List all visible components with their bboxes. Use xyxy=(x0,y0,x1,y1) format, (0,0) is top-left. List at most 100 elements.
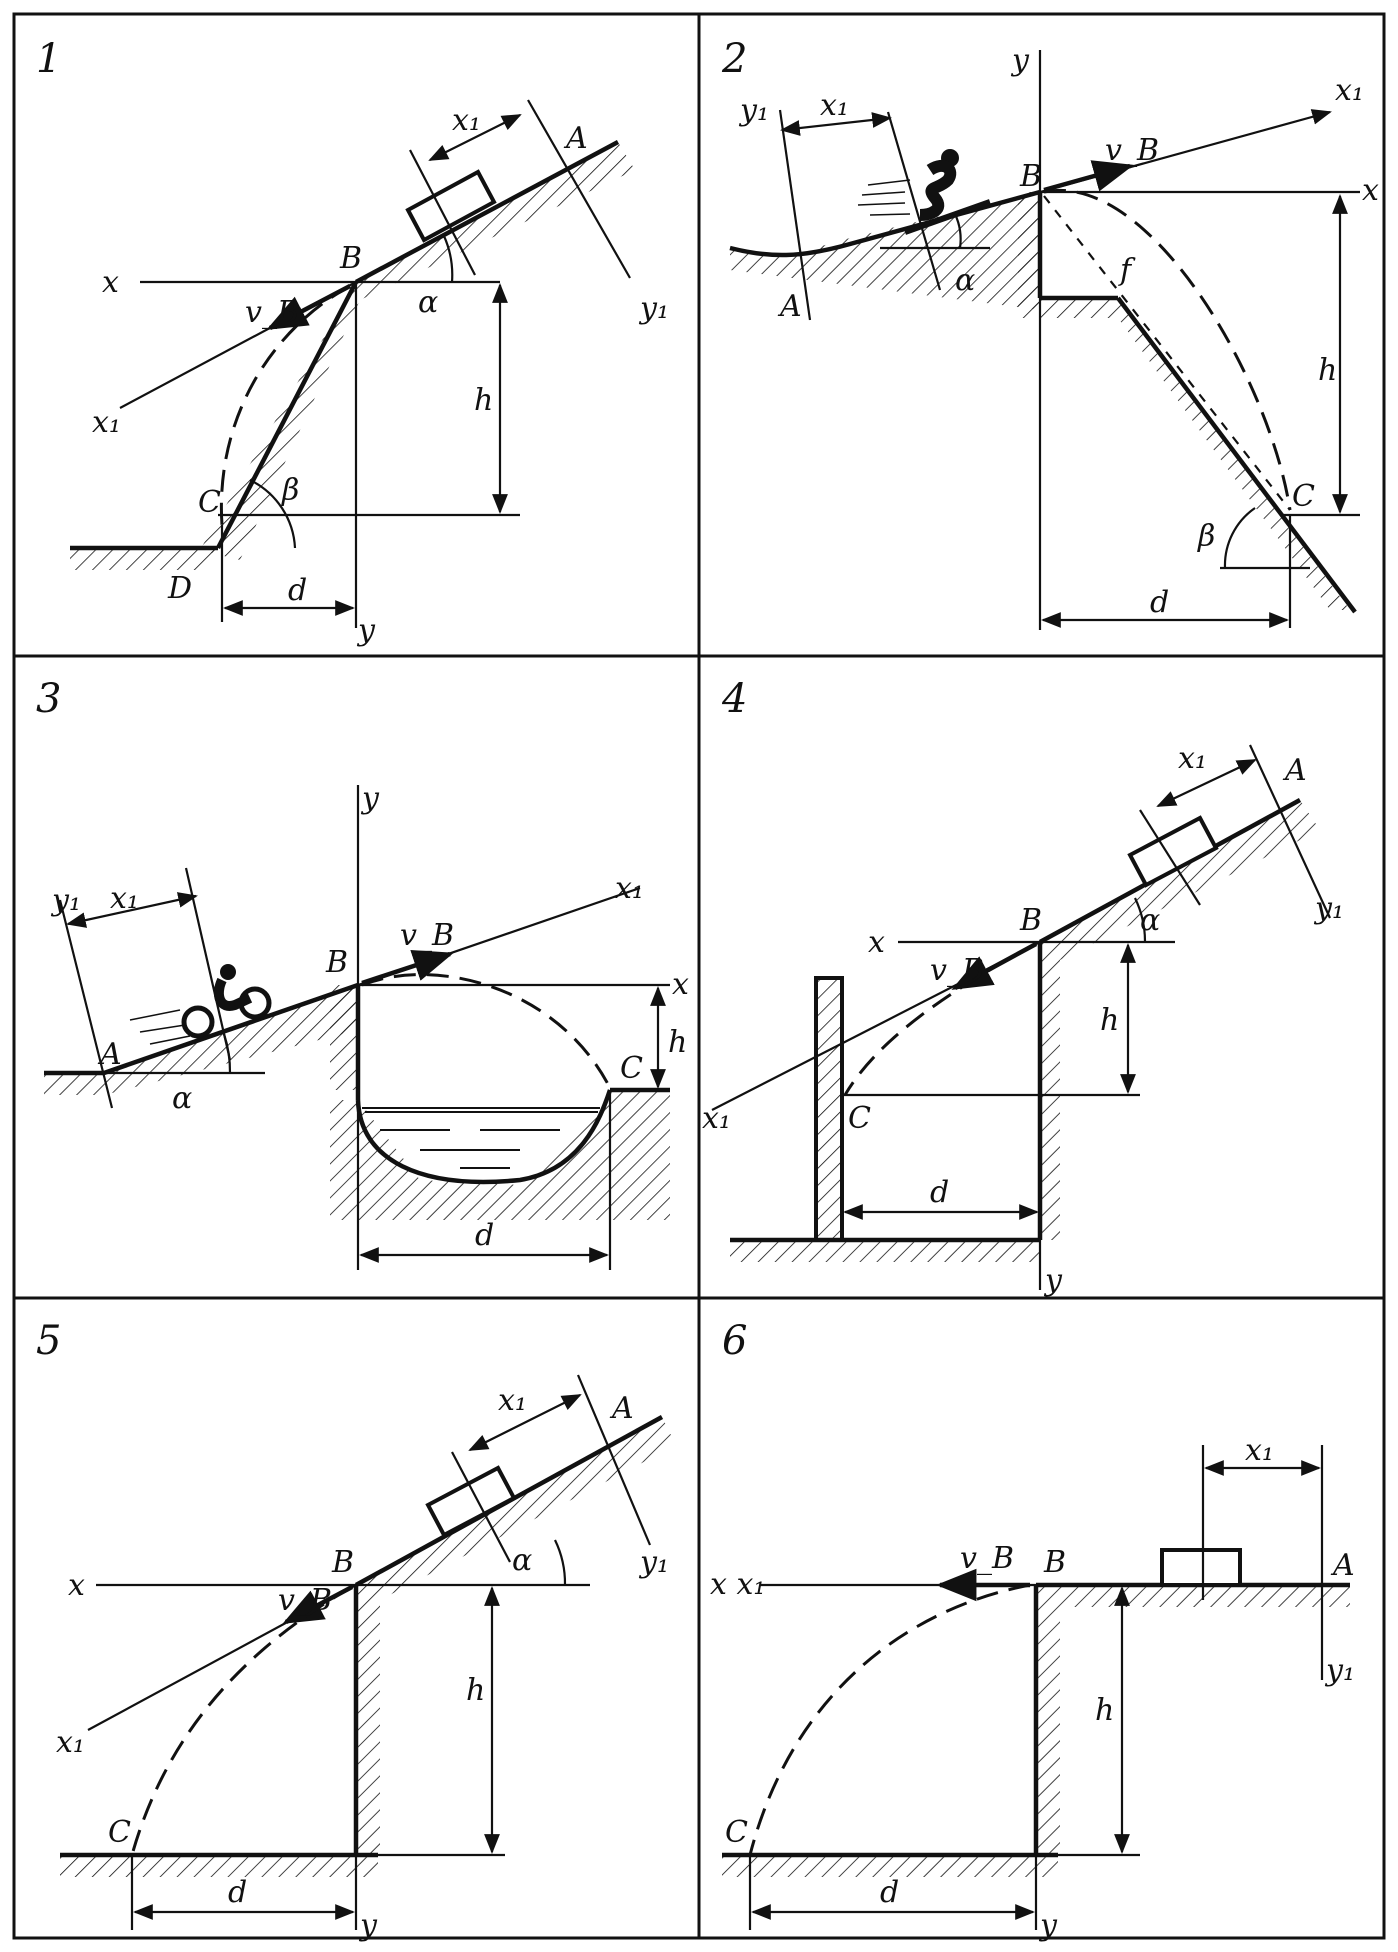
label-B: B xyxy=(339,241,362,276)
label-y1: y₁ xyxy=(1324,1653,1355,1688)
floor-ground xyxy=(722,1855,1058,1877)
trajectory xyxy=(361,973,612,1089)
x1-tick xyxy=(409,149,476,276)
post xyxy=(814,976,844,1242)
label-C: C xyxy=(725,1815,748,1850)
slope-down xyxy=(1116,296,1357,614)
basin-bottom xyxy=(355,1089,613,1185)
alpha-arc xyxy=(1134,897,1147,943)
y1-axis xyxy=(527,99,631,279)
label-x: x xyxy=(1362,173,1379,208)
floor-ground xyxy=(60,1855,378,1877)
x1-tick xyxy=(886,111,942,291)
alpha-arc xyxy=(222,1033,232,1074)
y1-axis xyxy=(58,899,114,1109)
label-A: A xyxy=(609,1391,634,1426)
label-d: d xyxy=(930,1175,949,1210)
velocity-arrow xyxy=(1043,160,1134,193)
label-f: f xyxy=(1118,253,1136,288)
label-A: A xyxy=(1330,1548,1355,1583)
platform-ground xyxy=(1036,1585,1350,1855)
label-vB: v_B xyxy=(1105,133,1159,168)
incline-line xyxy=(354,140,620,284)
label-x1-dist: x₁ xyxy=(820,88,849,123)
x1-dim-arrow xyxy=(780,112,892,136)
block xyxy=(405,169,497,243)
label-A: A xyxy=(97,1037,122,1072)
panel-6: 6 x₁ v_B B A x x₁ y₁ h C d y xyxy=(710,1318,1355,1943)
step-ground xyxy=(1040,298,1118,318)
label-x1-axis: x₁ xyxy=(702,1101,731,1136)
label-y-axis: y xyxy=(360,781,380,816)
slope-ground xyxy=(1040,800,1320,1240)
x1-dim-arrow xyxy=(1156,759,1257,807)
label-h: h xyxy=(1100,1003,1119,1038)
label-y1: y₁ xyxy=(638,1545,669,1580)
label-x1-dist: x₁ xyxy=(110,881,139,916)
label-C: C xyxy=(198,485,221,520)
label-vB: v_B xyxy=(960,1541,1014,1576)
label-A: A xyxy=(1282,753,1307,788)
panel-number: 2 xyxy=(721,36,747,82)
label-alpha: α xyxy=(418,285,438,320)
chord-BC xyxy=(1043,195,1291,511)
ramp-surface xyxy=(729,189,1041,258)
label-vB: v_B xyxy=(400,918,454,953)
label-alpha: α xyxy=(512,1543,532,1578)
x1-tick xyxy=(451,1451,511,1563)
alpha-arc xyxy=(953,213,962,249)
x1-dim-arrow xyxy=(66,892,198,928)
beta-arc xyxy=(249,479,297,549)
label-x1-dist: x₁ xyxy=(1245,1433,1274,1468)
x1-dim-arrow xyxy=(468,1394,582,1451)
slope-ground xyxy=(356,1417,676,1855)
floor-ground xyxy=(70,548,218,570)
trajectory xyxy=(1043,188,1292,511)
panel-number: 4 xyxy=(721,676,747,722)
block xyxy=(425,1465,517,1538)
label-alpha: α xyxy=(1140,903,1160,938)
label-h: h xyxy=(668,1025,687,1060)
label-h: h xyxy=(474,383,493,418)
lower-slope xyxy=(216,280,358,550)
label-alpha: α xyxy=(172,1081,192,1116)
panel-3: 3 xyxy=(36,676,689,1270)
label-d: d xyxy=(880,1875,899,1910)
label-x1-axis: x₁ xyxy=(1335,73,1364,108)
y1-axis xyxy=(576,1374,652,1546)
label-alpha: α xyxy=(955,263,975,298)
panel-number: 6 xyxy=(722,1318,747,1364)
label-x1-axis: x₁ xyxy=(615,871,644,906)
label-x1-dist: x₁ xyxy=(1178,741,1207,776)
pit-ground xyxy=(330,985,358,1090)
label-xx1: x x₁ xyxy=(710,1567,765,1602)
label-y: y xyxy=(1043,1263,1063,1298)
panel-1: 1 x₁ A y₁ xyxy=(36,36,669,648)
label-B: B xyxy=(331,1545,354,1580)
label-vB: v_B xyxy=(245,295,299,330)
water xyxy=(362,1107,600,1169)
velocity-arrow xyxy=(361,950,454,986)
label-D: D xyxy=(167,571,192,606)
label-x: x xyxy=(102,265,119,300)
label-beta: β xyxy=(1197,519,1215,554)
wall-ground xyxy=(1018,192,1040,318)
label-h: h xyxy=(1095,1693,1114,1728)
basin-ground xyxy=(330,1090,670,1220)
floor-ground xyxy=(730,1240,1040,1262)
ramp-surface xyxy=(103,982,359,1076)
label-B: B xyxy=(1043,1545,1066,1580)
label-y1: y₁ xyxy=(738,93,769,128)
x1-dim-arrow xyxy=(428,114,522,161)
label-B: B xyxy=(325,945,348,980)
panel-4: 4 x₁ A y₁ x B α v_B h xyxy=(702,676,1344,1298)
ramp-ground xyxy=(730,192,1040,310)
label-y-axis: y xyxy=(1010,43,1030,78)
label-y: y xyxy=(1038,1908,1058,1943)
panel-grid xyxy=(12,12,1386,1940)
panel-5: 5 x₁ A y₁ x B α v_B x₁ xyxy=(36,1318,676,1943)
panel-number: 3 xyxy=(36,676,61,722)
label-C: C xyxy=(620,1051,643,1086)
label-vB: v_B xyxy=(278,1583,332,1618)
